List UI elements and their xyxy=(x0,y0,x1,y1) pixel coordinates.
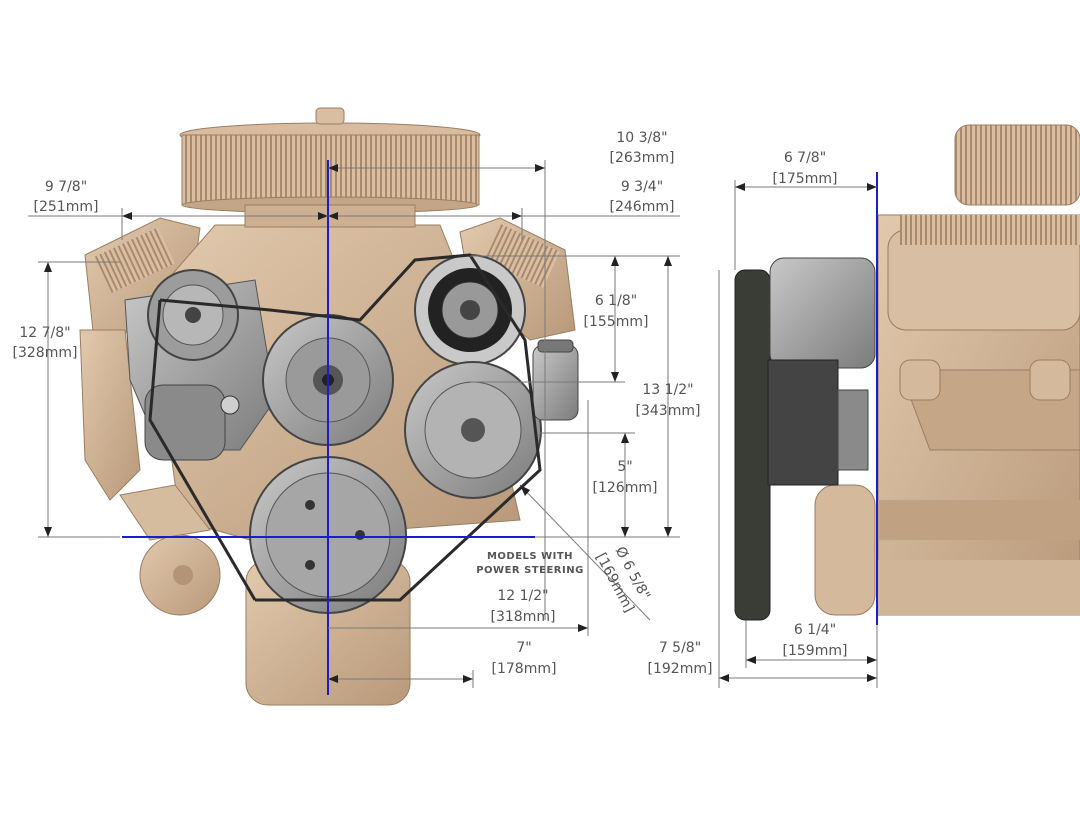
dim-bottom-width-2-imperial: 7" xyxy=(516,640,531,656)
air-cleaner xyxy=(179,107,481,228)
side-engine xyxy=(734,124,1080,621)
note-line-2: POWER STEERING xyxy=(476,565,584,576)
dim-width-right-imperial: 9 3/4" xyxy=(621,179,663,195)
dim-side-bottom-outer: 7 5/8" [192mm] xyxy=(648,640,713,677)
dim-width-left-metric: [251mm] xyxy=(34,199,99,215)
dim-height-left-imperial: 12 7/8" xyxy=(19,325,70,341)
dim-side-top-imperial: 6 7/8" xyxy=(784,150,826,166)
dim-height-right-imperial: 13 1/2" xyxy=(642,382,693,398)
dim-bottom-width-1-imperial: 12 1/2" xyxy=(497,588,548,604)
left-bracket xyxy=(144,384,226,461)
dim-bottom-width-1: 12 1/2" [318mm] xyxy=(491,588,556,625)
dim-height-right-metric: [343mm] xyxy=(636,403,701,419)
serpentine-belt xyxy=(148,253,542,602)
idler-pulley-left xyxy=(220,395,240,415)
dim-height-left-metric: [328mm] xyxy=(13,345,78,361)
dim-ps-height-imperial: 5" xyxy=(617,459,632,475)
side-dimension-lines xyxy=(718,180,878,688)
dim-bottom-width-1-metric: [318mm] xyxy=(491,609,556,625)
dim-side-top: 6 7/8" [175mm] xyxy=(773,150,838,187)
front-engine xyxy=(79,107,579,706)
dim-bottom-width-2-metric: [178mm] xyxy=(492,661,557,677)
dim-ps-height-metric: [126mm] xyxy=(593,480,658,496)
dim-width-right-upper-metric: [263mm] xyxy=(610,150,675,166)
dim-alternator-height: 6 1/8" [155mm] xyxy=(584,293,649,330)
dim-width-left-imperial: 9 7/8" xyxy=(45,179,87,195)
power-steering-note: MODELS WITH POWER STEERING xyxy=(476,551,584,576)
dim-width-right-upper: 10 3/8" [263mm] xyxy=(610,130,675,166)
note-line-1: MODELS WITH xyxy=(487,551,573,562)
power-steering-pump xyxy=(404,339,579,499)
dim-side-bottom-inner-metric: [159mm] xyxy=(783,643,848,659)
dim-alternator-height-imperial: 6 1/8" xyxy=(595,293,637,309)
dim-width-left: 9 7/8" [251mm] xyxy=(34,179,99,215)
side-ps-pump xyxy=(767,359,839,486)
dim-height-right: 13 1/2" [343mm] xyxy=(636,382,701,419)
dim-ps-height: 5" [126mm] xyxy=(593,459,658,496)
dim-side-bottom-outer-metric: [192mm] xyxy=(648,661,713,677)
dim-width-right: 9 3/4" [246mm] xyxy=(610,179,675,215)
dim-side-bottom-inner-imperial: 6 1/4" xyxy=(794,622,836,638)
left-exhaust xyxy=(79,329,141,501)
dim-side-bottom-inner: 6 1/4" [159mm] xyxy=(783,622,848,659)
front-dimension-lines xyxy=(28,160,680,688)
dim-pulley-diameter: Ø 6 5/8" [169mm] xyxy=(592,544,653,615)
side-alternator xyxy=(769,257,876,369)
dim-alternator-height-metric: [155mm] xyxy=(584,314,649,330)
alternator xyxy=(414,254,526,366)
starter-bracket xyxy=(119,484,211,541)
dim-height-left: 12 7/8" [328mm] xyxy=(13,325,78,361)
side-crank-pulley xyxy=(814,484,876,616)
dim-side-bottom-outer-imperial: 7 5/8" xyxy=(659,640,701,656)
side-accessory-plate xyxy=(734,269,771,621)
dim-bottom-width-2: 7" [178mm] xyxy=(492,640,557,677)
dim-width-right-metric: [246mm] xyxy=(610,199,675,215)
dim-width-right-upper-imperial: 10 3/8" xyxy=(616,130,667,146)
dim-side-top-metric: [175mm] xyxy=(773,171,838,187)
